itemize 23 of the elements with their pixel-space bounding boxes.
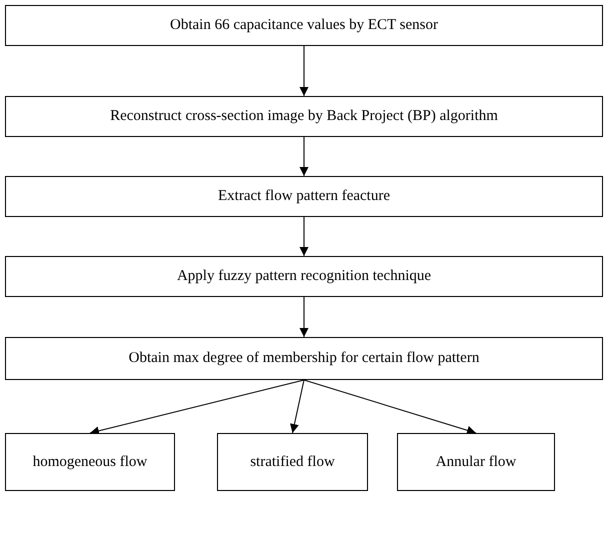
process-box: [5, 433, 175, 491]
box-text: homogeneous flow: [32, 452, 148, 472]
process-box: [5, 256, 603, 297]
arrow: [300, 216, 308, 256]
box-text: Reconstruct cross-section image by Back Project (BP) algorithm: [110, 107, 498, 126]
arrow: [290, 380, 304, 434]
box-text: Extract flow pattern feacture: [218, 187, 390, 206]
process-box: [5, 337, 603, 380]
box-text: Annular flow: [436, 452, 516, 472]
arrow: [300, 296, 308, 338]
process-box: [397, 433, 555, 491]
process-box: [5, 96, 603, 137]
arrow: [300, 46, 308, 96]
arrow: [300, 136, 308, 176]
process-box: [5, 5, 603, 46]
process-box: [217, 433, 368, 491]
box-text: Obtain max degree of membership for certain flow pattern: [128, 349, 480, 368]
box-text: Apply fuzzy pattern recognition technique: [176, 267, 432, 286]
arrow: [304, 380, 476, 435]
box-text: stratified flow: [250, 452, 335, 472]
box-text: Obtain 66 capacitance values by ECT sensor: [170, 16, 438, 35]
arrow: [90, 380, 304, 436]
process-box: [5, 176, 603, 217]
